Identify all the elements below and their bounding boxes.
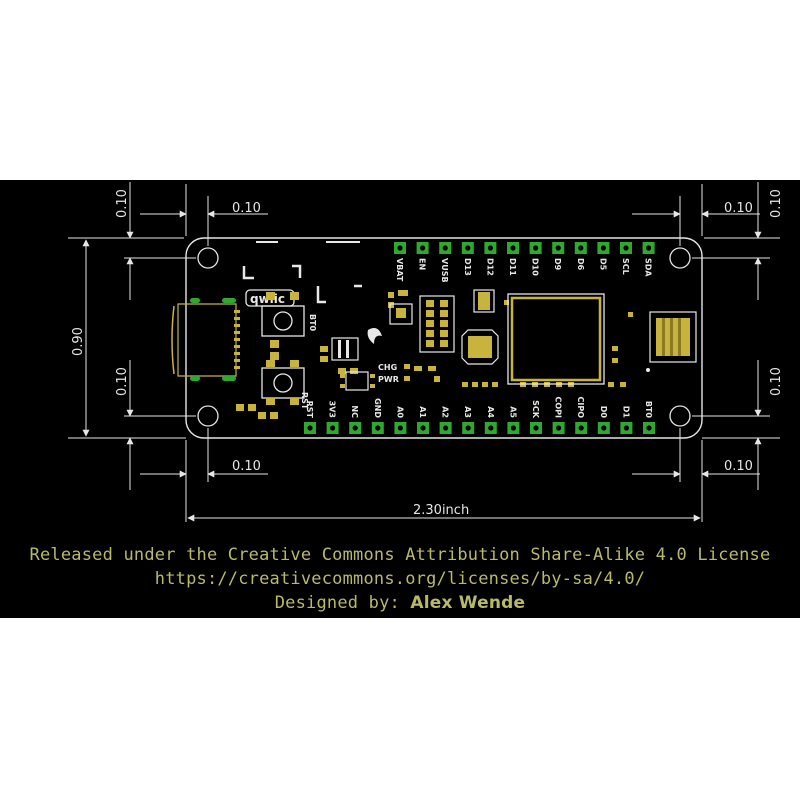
usb-c-connector xyxy=(171,298,240,381)
pin-hole xyxy=(578,425,584,431)
dim-left-bottom: 0.10 xyxy=(115,367,130,396)
dim-bottom-left: 0.10 xyxy=(232,459,261,474)
pin-hole xyxy=(600,245,607,251)
pin-hole xyxy=(352,425,358,431)
designed-by: Designed by: Alex Wende xyxy=(0,593,800,613)
pin-hole xyxy=(623,245,629,251)
pin-label-scl: SCL xyxy=(621,258,630,275)
pin-hole xyxy=(623,425,630,431)
pin-label-d5: D5 xyxy=(598,258,607,271)
pin-hole xyxy=(601,425,607,431)
license-line: Released under the Creative Commons Attr… xyxy=(29,545,771,565)
mcu-module xyxy=(507,293,605,385)
pin-label-sck: SCK xyxy=(531,400,540,419)
pin-label-vusb: VUSB xyxy=(440,258,449,283)
button-bt0 xyxy=(261,292,305,360)
pin-hole xyxy=(488,425,494,431)
pin-label-a5: A5 xyxy=(508,406,517,418)
rst-label: RST xyxy=(300,392,309,410)
pin-label-cipo: CIPO xyxy=(576,396,585,418)
pin-label-gnd: GND xyxy=(373,398,382,418)
hole-bottom-right xyxy=(669,405,691,427)
pin-label-sda: SDA xyxy=(644,258,653,277)
pin-label-d6: D6 xyxy=(576,258,585,271)
flash-chip xyxy=(646,311,697,372)
designed-by-prefix: Designed by: xyxy=(274,593,400,613)
dim-width: 2.30inch xyxy=(413,503,469,518)
pin-label-d13: D13 xyxy=(463,258,472,276)
pin-label-d1: D1 xyxy=(621,406,630,419)
pin-hole xyxy=(510,425,516,431)
debug-header xyxy=(419,295,455,353)
pin-label-bt0: BT0 xyxy=(644,401,653,419)
pwr-label: PWR xyxy=(378,375,399,384)
pin-hole xyxy=(420,245,426,251)
pin-hole xyxy=(465,425,471,431)
pin-hole xyxy=(533,245,539,251)
dim-height: 0.90 xyxy=(71,327,86,356)
designer-name: Alex Wende xyxy=(410,593,526,613)
pin-label-d0: D0 xyxy=(599,406,608,419)
hole-top-left xyxy=(197,247,219,269)
top-pin-row: VBAT EN VUSB D13 D12 D11 D10 D9 D6 D5 SCL SDA xyxy=(394,242,655,283)
hole-top-right xyxy=(669,247,691,269)
hole-bottom-left xyxy=(197,405,219,427)
board-outline xyxy=(185,237,703,439)
dim-bottom-right: 0.10 xyxy=(724,459,753,474)
pin-hole xyxy=(487,245,493,251)
pin-label-3v3: 3V3 xyxy=(328,401,337,418)
pin-hole xyxy=(307,425,313,431)
dimension-lines xyxy=(68,182,780,522)
board-components: qwiic BT0 RST xyxy=(171,241,697,419)
mounting-holes xyxy=(197,247,691,427)
pin-hole xyxy=(375,425,381,431)
dim-right-bottom: 0.10 xyxy=(769,367,784,396)
dim-top-left: 0.10 xyxy=(232,201,261,216)
pin-hole xyxy=(443,425,449,431)
pin-label-a0: A0 xyxy=(395,406,404,418)
bottom-pin-row: RST 3V3 NC GND A0 A1 A2 A3 A4 A5 SCK COPI CIPO D0 D1 BT… xyxy=(304,396,655,434)
pin-hole xyxy=(533,425,539,431)
pin-label-nc: NC xyxy=(350,405,359,418)
pin-hole xyxy=(555,245,561,251)
pin-hole xyxy=(578,245,584,251)
button-rst xyxy=(261,360,305,405)
pin-label-d9: D9 xyxy=(553,258,562,271)
pin-label-a4: A4 xyxy=(486,406,495,418)
pin-hole xyxy=(646,425,652,431)
pin-hole xyxy=(646,245,652,251)
pin-hole xyxy=(442,245,448,251)
pin-label-a2: A2 xyxy=(441,406,450,418)
pin-label-d10: D10 xyxy=(531,258,540,276)
pin-hole xyxy=(556,425,562,431)
dim-top-right: 0.10 xyxy=(724,201,753,216)
pin-label-a3: A3 xyxy=(463,406,472,418)
chg-label: CHG xyxy=(378,363,397,372)
pin-label-rst: RST xyxy=(305,401,314,419)
pin-hole xyxy=(465,245,471,251)
pin-hole xyxy=(510,245,516,251)
pin-label-en: EN xyxy=(418,258,427,270)
bt0-label: BT0 xyxy=(308,314,317,332)
pin-label-a1: A1 xyxy=(418,406,427,418)
dim-left-top: 0.10 xyxy=(115,189,130,218)
pin-label-copi: COPI xyxy=(554,396,563,418)
pin-label-vbat: VBAT xyxy=(395,258,404,282)
pin-hole xyxy=(397,425,403,431)
dim-right-top: 0.10 xyxy=(769,189,784,218)
pin-hole xyxy=(420,425,426,431)
pin-label-d11: D11 xyxy=(508,258,517,276)
license-url: https://creativecommons.org/licenses/by-… xyxy=(154,569,646,589)
pin-hole xyxy=(397,245,403,251)
dimension-labels: 0.10 0.10 0.10 0.10 0.10 0.10 0.10 0.10 … xyxy=(71,189,784,518)
pin-label-d12: D12 xyxy=(485,258,494,276)
pin-hole xyxy=(330,425,336,431)
